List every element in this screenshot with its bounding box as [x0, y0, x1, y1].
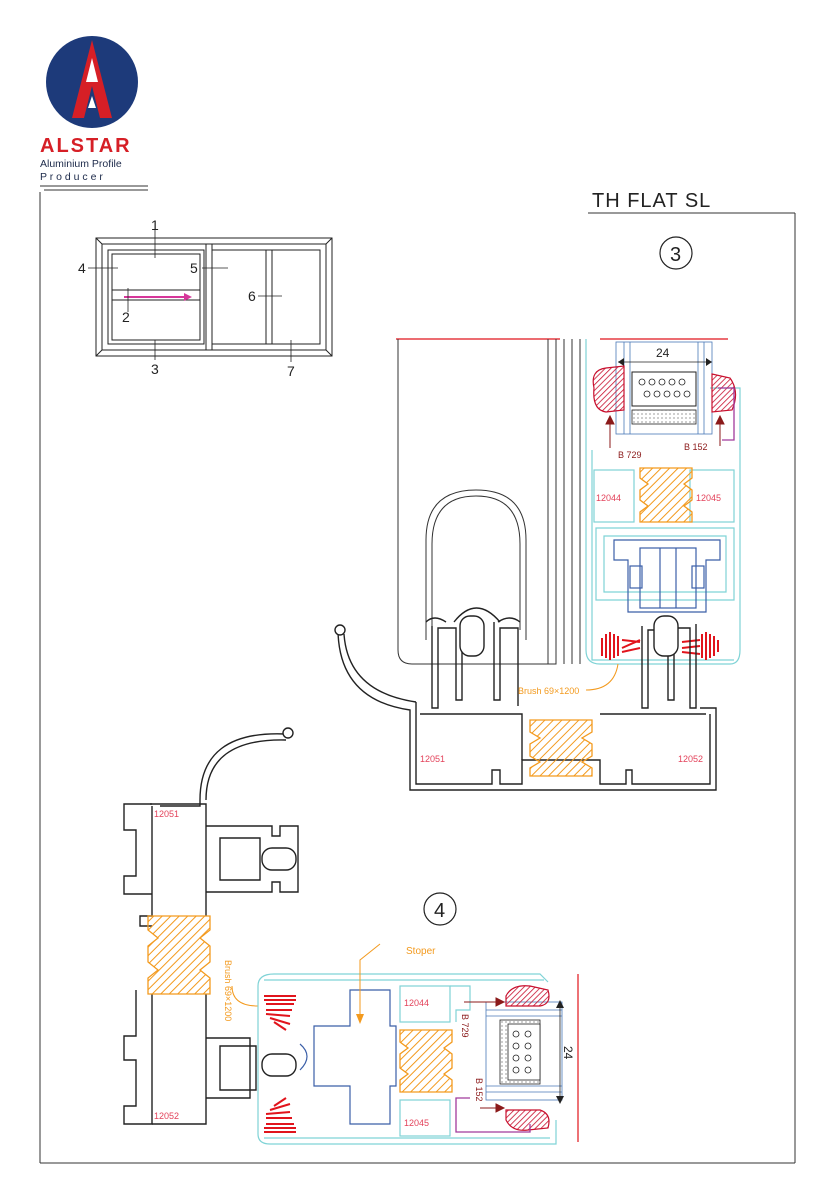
thermal-break-4a — [147, 915, 211, 995]
section-4-dimension: 24 — [561, 1046, 575, 1060]
brush-label-s3: Brush 69×1200 — [518, 686, 579, 696]
brushes-3 — [601, 632, 719, 660]
profile-label-12052-s4: 12052 — [154, 1111, 179, 1121]
key-label-3: 3 — [151, 361, 159, 377]
profile-label-12052-s3: 12052 — [678, 754, 703, 764]
glass-unit-4 — [485, 974, 579, 1142]
key-label-2: 2 — [122, 309, 130, 325]
section-3-dimension: 24 — [656, 346, 670, 360]
outer-sash-body — [397, 339, 581, 665]
glazing-bead-4 — [455, 1097, 531, 1133]
brush-label-s4: Brush 69×1200 — [223, 960, 233, 1021]
stoper-label: Stoper — [406, 946, 436, 957]
profile-label-12044-s4: 12044 — [404, 998, 429, 1008]
key-label-6: 6 — [248, 288, 256, 304]
profile-label-12044-s3: 12044 — [596, 493, 621, 503]
key-label-1: 1 — [151, 217, 159, 233]
brushes-4 — [264, 995, 296, 1133]
gaskets-3 — [592, 365, 737, 441]
stoper-block — [299, 989, 397, 1125]
gasket-label-b152-s4: B 152 — [474, 1078, 484, 1102]
key-label-4: 4 — [78, 260, 86, 276]
key-plan — [88, 230, 333, 362]
section-4-drawing: 12051 12052 Brush 69×1200 Stoper 12044 1… — [123, 727, 579, 1145]
brand-tagline-2: P r o d u c e r — [40, 171, 103, 183]
brand-name: ALSTAR — [40, 135, 132, 157]
outer-frame-track-4 — [123, 727, 299, 1125]
key-label-7: 7 — [287, 363, 295, 379]
key-plan-labels: 1 2 3 4 5 6 7 — [78, 217, 295, 379]
alstar-logo: ALSTAR Aluminium Profile P r o d u c e r — [40, 36, 138, 183]
gasket-label-b152-s3: B 152 — [684, 442, 708, 452]
gasket-leaders-3 — [605, 414, 725, 448]
sash-profile-4 — [257, 973, 557, 1145]
gasket-label-b729-s3: B 729 — [618, 450, 642, 460]
gasket-leaders-4 — [464, 997, 506, 1113]
key-label-5: 5 — [190, 260, 198, 276]
thermal-break-3b — [529, 719, 593, 777]
sheet-border — [39, 185, 796, 1164]
thermal-break-4b — [399, 1029, 453, 1093]
gaskets-4 — [455, 985, 550, 1133]
gasket-label-b729-s4: B 729 — [460, 1014, 470, 1038]
section-3-marker: 3 — [659, 236, 693, 270]
thermal-break-3 — [639, 467, 693, 523]
profile-label-12051-s4: 12051 — [154, 809, 179, 819]
profile-label-12051-s3: 12051 — [420, 754, 445, 764]
profile-label-12045-s4: 12045 — [404, 1118, 429, 1128]
section-4-number: 4 — [434, 900, 445, 922]
glazing-bead-3 — [718, 387, 735, 441]
section-3-drawing: 24 B 729 B 152 12044 12045 — [334, 338, 741, 791]
section-4-marker: 4 — [423, 892, 457, 926]
interlock-profile-blue — [613, 539, 721, 613]
section-3-number: 3 — [670, 244, 681, 266]
sheet-title: TH FLAT SL — [592, 190, 711, 212]
profile-label-12045-s3: 12045 — [696, 493, 721, 503]
outer-frame-track-3 — [334, 607, 717, 791]
brand-tagline-1: Aluminium Profile — [40, 158, 122, 170]
